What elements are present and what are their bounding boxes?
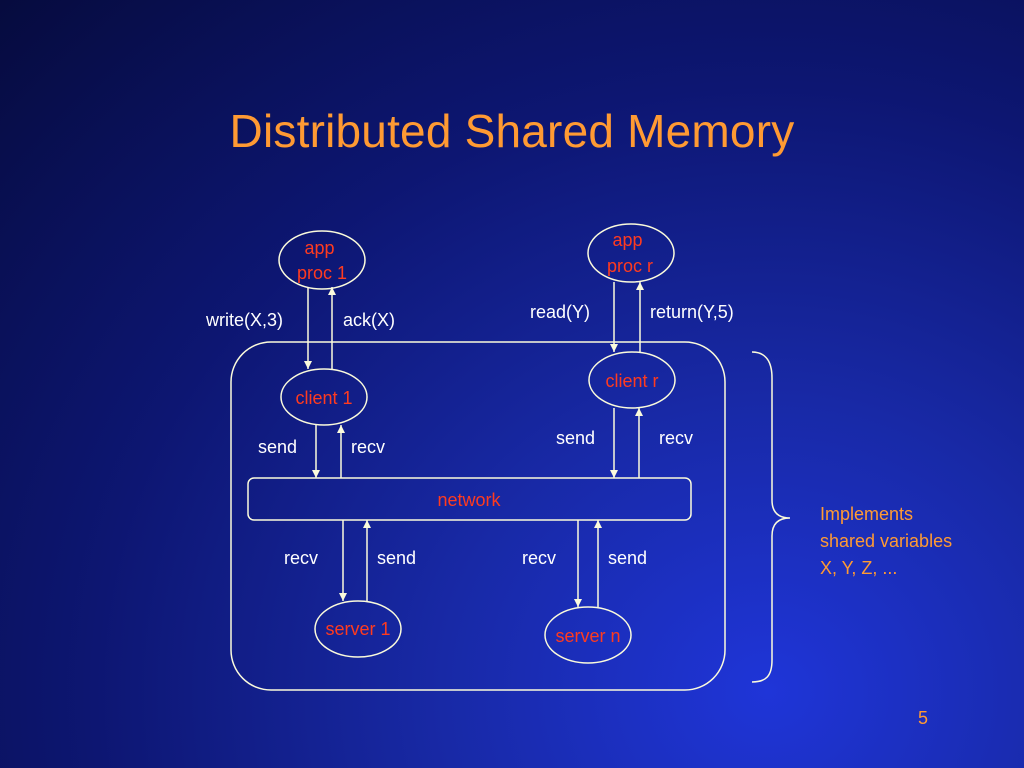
server-n-recv-label: recv (522, 548, 556, 568)
ack-label: ack(X) (343, 310, 395, 330)
app-proc-r-line-2: proc r (607, 256, 653, 276)
return-label: return(Y,5) (650, 302, 734, 322)
client-r-recv-label: recv (659, 428, 693, 448)
brace-note-line-3: X, Y, Z, ... (820, 558, 897, 578)
brace-note: Implements shared variables X, Y, Z, ... (820, 504, 957, 578)
brace-note-line-2: shared variables (820, 531, 952, 551)
page-number: 5 (918, 708, 929, 728)
client-1-recv-label: recv (351, 437, 385, 457)
write-label: write(X,3) (205, 310, 283, 330)
client-r-node (588, 351, 676, 409)
read-label: read(Y) (530, 302, 590, 322)
app-proc-1-line-1: app (304, 238, 334, 258)
client-r-label: client r (605, 371, 658, 391)
network-box (247, 477, 692, 521)
client-1-send-label: send (258, 437, 297, 457)
app-proc-r-node (587, 223, 675, 283)
server-1-send-label: send (377, 548, 416, 568)
app-proc-1-node (278, 230, 366, 290)
app-proc-r-line-1: app (612, 230, 642, 250)
network-label: network (437, 490, 501, 510)
server-n-node (544, 606, 632, 664)
right-brace (751, 351, 791, 683)
server-1-recv-label: recv (284, 548, 318, 568)
server-n-send-label: send (608, 548, 647, 568)
client-r-send-label: send (556, 428, 595, 448)
app-proc-1-line-2: proc 1 (297, 263, 347, 283)
app-proc-1-label: app proc 1 (297, 238, 347, 283)
system-boundary (230, 341, 726, 691)
server-1-node (314, 600, 402, 658)
app-proc-r-label: app proc r (607, 230, 653, 276)
client-1-label: client 1 (295, 388, 352, 408)
server-n-label: server n (555, 626, 620, 646)
server-1-label: server 1 (325, 619, 390, 639)
brace-note-line-1: Implements (820, 504, 913, 524)
slide-title: Distributed Shared Memory (229, 105, 795, 157)
client-1-node (280, 368, 368, 426)
